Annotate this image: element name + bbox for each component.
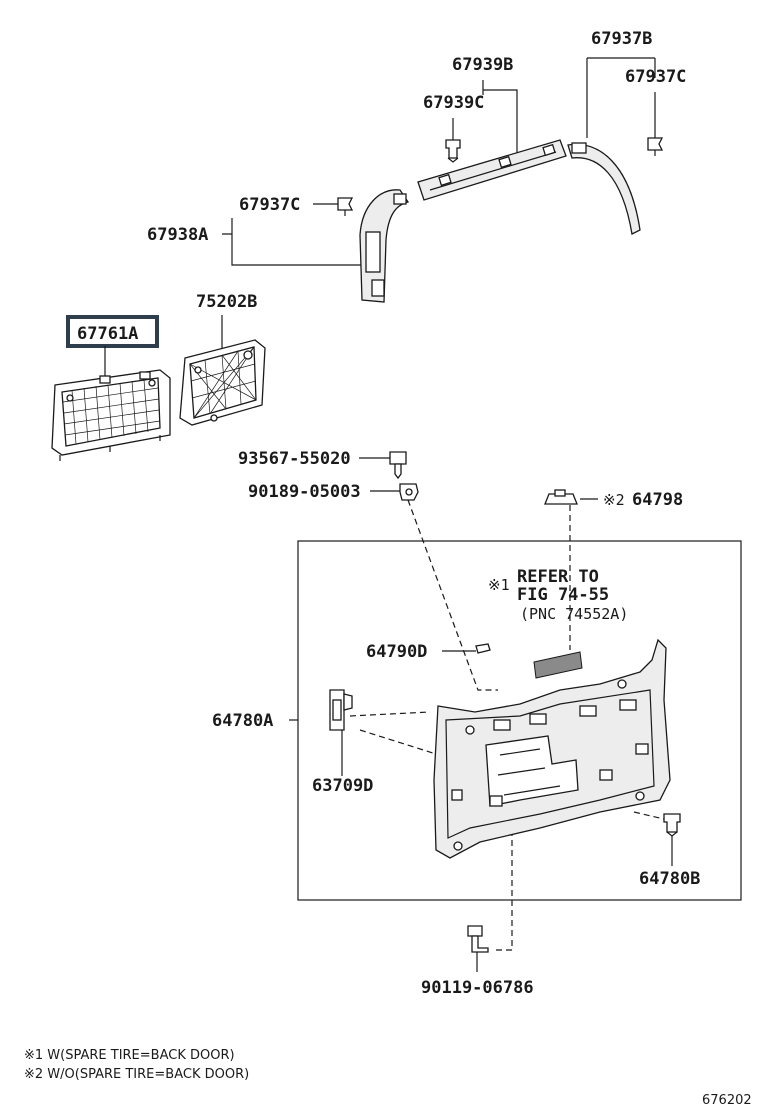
label-90189-05003[interactable]: 90189-05003	[248, 482, 361, 502]
clip-67937C-left	[337, 197, 354, 216]
screw-90119-06786	[467, 925, 489, 953]
highlight-box-67761A	[66, 315, 159, 348]
dash-90189-to-trim	[407, 499, 498, 691]
clip-64790D	[475, 643, 491, 654]
clip-67937C-right	[647, 137, 664, 156]
refer-line-3: (PNC 74552A)	[520, 605, 628, 623]
garnish-67937B	[567, 142, 641, 235]
label-63709D[interactable]: 63709D	[312, 776, 373, 796]
label-67937B[interactable]: 67937B	[591, 29, 652, 49]
dash-64780B	[633, 811, 669, 821]
trim-board-64780A	[433, 638, 671, 859]
clip-67939C	[445, 139, 461, 163]
handle-63709D	[329, 689, 353, 731]
refer-line-1: REFER TO	[517, 567, 599, 587]
clip-90189-05003	[399, 483, 419, 501]
dash-90119-to-trim	[492, 820, 513, 951]
garnish-67938A	[359, 189, 410, 303]
clip-64780B	[663, 813, 681, 837]
leader-67938A	[222, 218, 368, 266]
cover-67761A	[51, 369, 171, 461]
cover-75202B	[179, 339, 266, 426]
screw-93567-55020	[389, 451, 407, 480]
label-67937C-top[interactable]: 67937C	[625, 67, 686, 87]
label-67937C-left[interactable]: 67937C	[239, 195, 300, 215]
footnote-2: ※2 W/O(SPARE TIRE=BACK DOOR)	[24, 1067, 249, 1082]
label-64798[interactable]: 64798	[632, 490, 683, 510]
mark-1-refer: ※1	[488, 576, 510, 594]
mark-2-64798: ※2	[603, 491, 625, 509]
footnote-1: ※1 W(SPARE TIRE=BACK DOOR)	[24, 1048, 235, 1063]
label-67939B[interactable]: 67939B	[452, 55, 513, 75]
garnish-67939B	[417, 139, 567, 201]
label-64780A[interactable]: 64780A	[212, 711, 273, 731]
label-90119-06786[interactable]: 90119-06786	[421, 978, 534, 998]
label-93567-55020[interactable]: 93567-55020	[238, 449, 351, 469]
retainer-64798	[544, 489, 578, 505]
label-64780B[interactable]: 64780B	[639, 869, 700, 889]
leader-67939B	[482, 80, 518, 155]
label-67939C[interactable]: 67939C	[423, 93, 484, 113]
label-75202B[interactable]: 75202B	[196, 292, 257, 312]
refer-line-2: FIG 74-55	[517, 585, 609, 605]
leader-67937B	[586, 57, 656, 138]
label-plate	[533, 651, 583, 679]
label-67761A[interactable]: 67761A	[77, 324, 138, 344]
label-64790D[interactable]: 64790D	[366, 642, 427, 662]
label-67938A[interactable]: 67938A	[147, 225, 208, 245]
figure-number: 676202	[702, 1093, 752, 1108]
dash-63709D-to-trim	[349, 711, 551, 791]
